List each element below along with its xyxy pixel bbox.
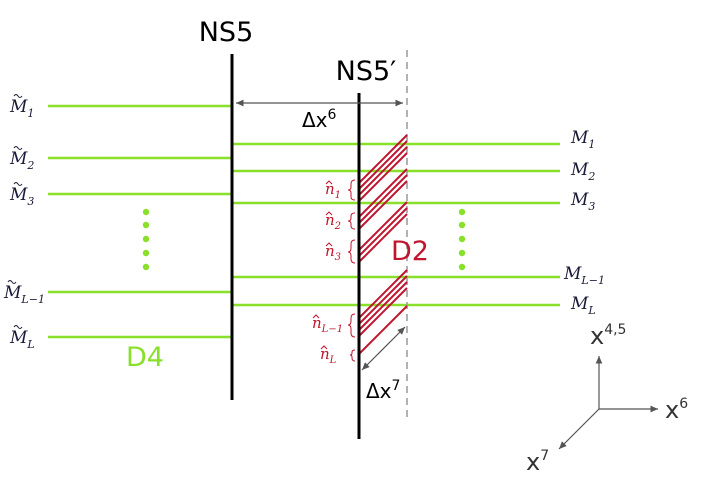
left-labels: M1 M2 M3 ML−1 ML	[3, 97, 45, 351]
axis-x45-label: x4,5	[590, 322, 626, 350]
axis-x6-label: x6	[665, 396, 688, 424]
right-label-1: M1	[570, 128, 595, 151]
d2-label: D2	[391, 236, 429, 267]
left-label-1: M1	[9, 97, 34, 120]
n-labels: n1 n2 n3 nL−1 nL	[312, 180, 343, 366]
d2-branes	[358, 134, 408, 355]
dx7-arrow	[361, 326, 406, 371]
left-label-lm1: ML−1	[3, 283, 45, 306]
left-label-2: M2	[9, 149, 34, 172]
right-label-l: ML	[570, 294, 596, 317]
d4-label: D4	[126, 342, 164, 373]
n-label-2: n2	[325, 211, 341, 232]
dx7-label: Δx7	[366, 378, 400, 403]
n-braces	[347, 179, 356, 362]
right-label-lm1: ML−1	[563, 264, 605, 287]
n-label-1: n1	[325, 180, 341, 201]
axis-x7-label: x7	[526, 448, 549, 476]
n-label-l: nL	[320, 345, 337, 366]
n-label-hats	[312, 180, 333, 350]
ns5-label: NS5	[199, 17, 254, 48]
ns5-prime-label: NS5′	[336, 56, 397, 87]
right-label-2: M2	[570, 160, 595, 183]
axis-x7-arrow	[558, 408, 600, 450]
n-label-3: n3	[325, 242, 341, 263]
n-label-lm1: nL−1	[312, 314, 343, 335]
left-label-3: M3	[9, 185, 34, 208]
left-ellipsis-dots	[142, 208, 150, 271]
coordinate-axes	[558, 356, 658, 450]
right-labels: M1 M2 M3 ML−1 ML	[563, 128, 605, 317]
right-ellipsis-dots	[458, 208, 466, 271]
right-d4-branes	[232, 142, 560, 307]
left-label-l: ML	[9, 328, 35, 351]
right-label-3: M3	[570, 190, 595, 213]
left-d4-branes	[48, 104, 232, 339]
left-label-tildes	[7, 94, 23, 329]
dx6-label: Δx6	[302, 107, 337, 132]
